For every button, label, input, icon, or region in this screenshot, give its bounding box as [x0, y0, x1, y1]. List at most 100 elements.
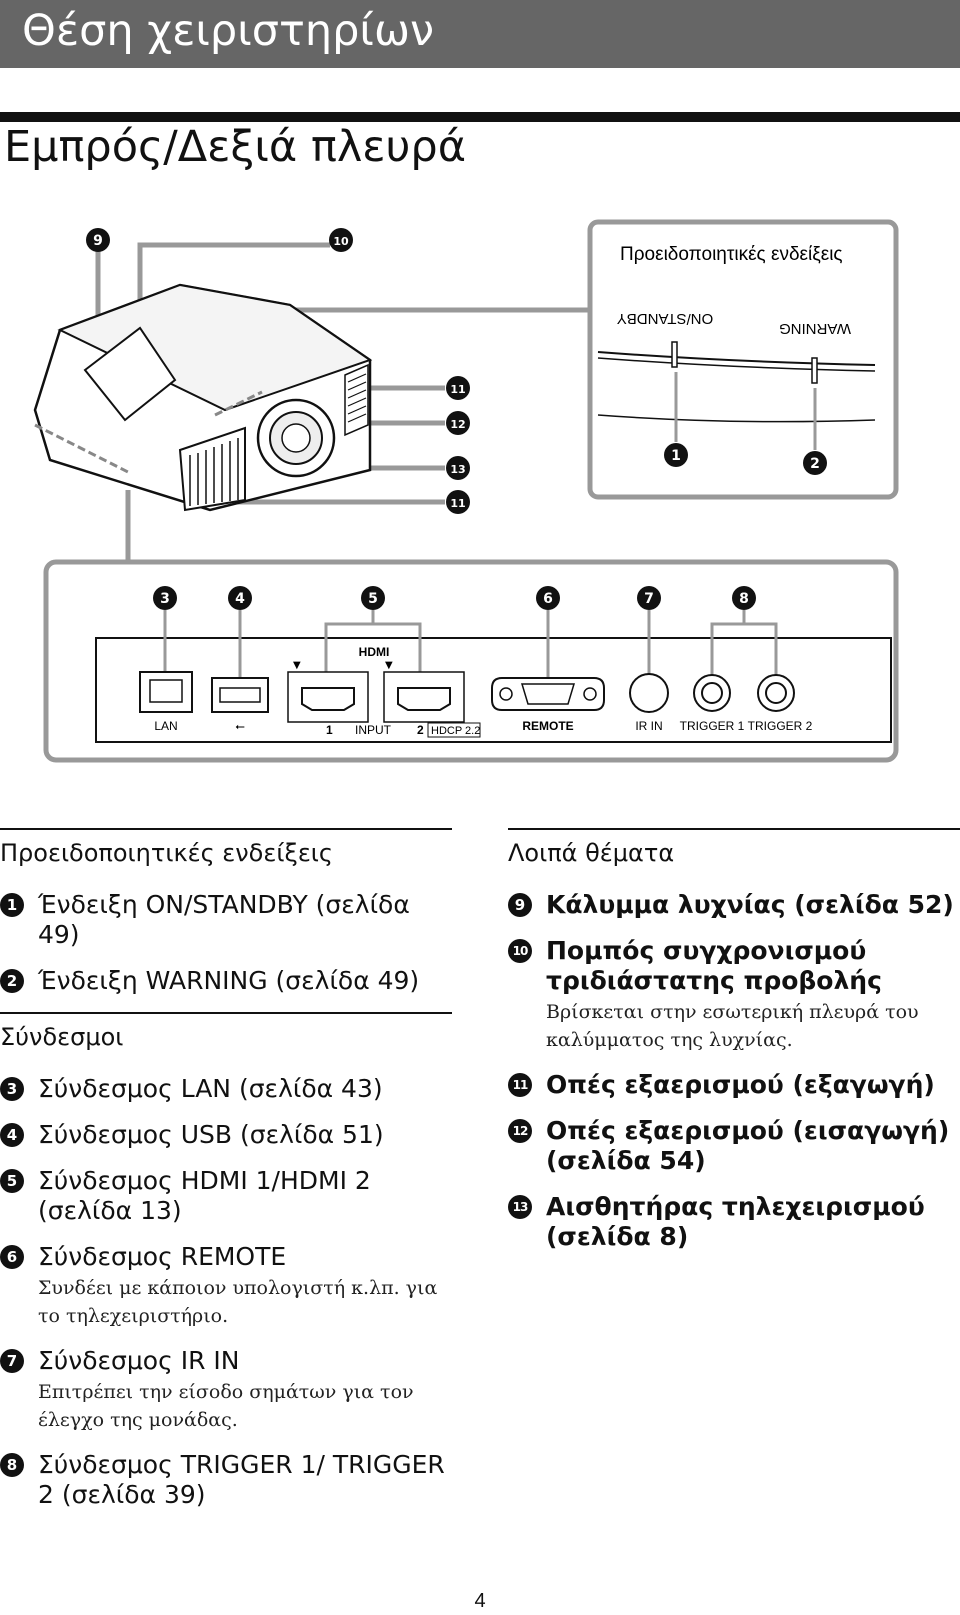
section-rule — [0, 112, 960, 122]
svg-text:▼: ▼ — [293, 660, 301, 671]
lan-label: LAN — [154, 719, 177, 733]
item-title: Οπές εξαερισμού (εξαγωγή) — [546, 1070, 935, 1099]
callout-number: 10 — [333, 235, 349, 248]
list-item: 11 Οπές εξαερισμού (εξαγωγή) — [508, 1070, 960, 1100]
input-1-label: 1 — [326, 723, 333, 737]
callout-number: 8 — [739, 591, 749, 607]
callout-circle — [153, 586, 177, 610]
item-number-badge: 7 — [0, 1349, 24, 1373]
callout-circle — [446, 456, 470, 480]
list-item: 1 Ένδειξη ON/STANDBY (σελίδα 49) — [0, 890, 452, 950]
list-item: 10 Πομπός συγχρονισμού τριδιάστατης προβο… — [508, 936, 960, 1054]
indicator-panel: Προειδοποιητικές ενδείξεις ON/STANDBY WA… — [587, 219, 899, 500]
list-item: 3 Σύνδεσμος LAN (σελίδα 43) — [0, 1074, 452, 1104]
hdmi-logo: HDMI — [359, 645, 390, 659]
callout-number: 11 — [450, 497, 465, 510]
item-number-badge: 5 — [0, 1169, 24, 1193]
item-number-badge: 12 — [508, 1119, 532, 1143]
callout-number: 11 — [450, 383, 465, 396]
callout-circle — [536, 586, 560, 610]
category-warning-indicators: Προειδοποιητικές ενδείξεις — [0, 828, 452, 872]
item-description: Επιτρέπει την είσοδο σημάτων για τον έλε… — [38, 1381, 414, 1431]
warning-label: WARNING — [779, 320, 851, 337]
callout-circle — [637, 586, 661, 610]
item-title: Πομπός συγχρονισμού τριδιάστατης προβολή… — [546, 936, 882, 995]
callout-circle — [228, 586, 252, 610]
item-title: Κάλυμμα λυχνίας (σελίδα 52) — [546, 890, 954, 919]
category-connectors: Σύνδεσμοι — [0, 1012, 452, 1056]
callout-circle — [329, 228, 353, 252]
item-title: Σύνδεσμος HDMI 1/HDMI 2 (σελίδα 13) — [38, 1166, 371, 1225]
trigger2-label: TRIGGER 2 — [748, 719, 813, 733]
callout-number: 4 — [235, 591, 245, 607]
item-title: Ένδειξη ON/STANDBY (σελίδα 49) — [38, 890, 410, 949]
remote-label: REMOTE — [522, 719, 573, 733]
item-title: Σύνδεσμος LAN (σελίδα 43) — [38, 1074, 383, 1103]
list-item: 8 Σύνδεσμος TRIGGER 1/ TRIGGER 2 (σελίδα … — [0, 1450, 452, 1510]
item-number-badge: 2 — [0, 969, 24, 993]
item-number-badge: 9 — [508, 893, 532, 917]
callout-number: 12 — [450, 418, 465, 431]
trigger1-label: TRIGGER 1 — [680, 719, 745, 733]
callout-number: 1 — [671, 448, 681, 464]
list-item: 7 Σύνδεσμος IR IN Επιτρέπει την είσοδο σημ… — [0, 1346, 452, 1434]
list-item: 4 Σύνδεσμος USB (σελίδα 51) — [0, 1120, 452, 1150]
item-number-badge: 11 — [508, 1073, 532, 1097]
callout-circle — [446, 411, 470, 435]
list-item: 2 Ένδειξη WARNING (σελίδα 49) — [0, 966, 452, 996]
input-label: INPUT — [355, 723, 392, 737]
indicator-panel-title: Προειδοποιητικές ενδείξεις — [620, 244, 843, 265]
connector-panel: LAN ⭠ ▼ ▼ HDMI 1 INPUT 2 HDCP 2.2 REMOTE… — [43, 559, 899, 763]
callout-circle — [803, 451, 827, 475]
callout-number: 2 — [810, 456, 820, 472]
svg-text:▼: ▼ — [385, 660, 393, 671]
ir-in-label: IR IN — [635, 719, 662, 733]
item-number-badge: 1 — [0, 893, 24, 917]
callout-number: 5 — [368, 591, 378, 607]
callout-circle — [664, 443, 688, 467]
item-title: Αισθητήρας τηλεχειρισμού (σελίδα 8) — [546, 1192, 925, 1251]
right-column: Λοιπά θέματα 9 Κάλυμμα λυχνίας (σελίδα 52… — [508, 828, 960, 1268]
projector-illustration — [33, 283, 373, 512]
item-number-badge: 4 — [0, 1123, 24, 1147]
callout-circle — [86, 228, 110, 252]
callout-circle — [361, 586, 385, 610]
category-other: Λοιπά θέματα — [508, 828, 960, 872]
section-title: Εμπρός/Δεξιά πλευρά — [4, 122, 467, 172]
item-title: Ένδειξη WARNING (σελίδα 49) — [38, 966, 420, 995]
item-description: Βρίσκεται στην εσωτερική πλευρά του καλύ… — [546, 1001, 919, 1051]
callout-circle — [446, 490, 470, 514]
item-number-badge: 8 — [0, 1453, 24, 1477]
callout-number: 9 — [93, 233, 103, 249]
item-title: Σύνδεσμος TRIGGER 1/ TRIGGER 2 (σελίδα 3… — [38, 1450, 445, 1509]
controls-diagram: Προειδοποιητικές ενδείξεις ON/STANDBY WA… — [33, 219, 899, 763]
input-2-label: 2 — [417, 723, 424, 737]
item-title: Σύνδεσμος REMOTE — [38, 1242, 287, 1271]
callout-number: 3 — [160, 591, 170, 607]
callout-number: 13 — [450, 463, 465, 476]
on-standby-label: ON/STANDBY — [617, 310, 713, 327]
callout-number: 6 — [543, 591, 553, 607]
page-number: 4 — [474, 1590, 486, 1612]
callout-number: 7 — [644, 591, 654, 607]
header-bar: Θέση χειριστηρίων — [0, 0, 960, 68]
hdcp-label: HDCP 2.2 — [431, 725, 480, 737]
item-title: Οπές εξαερισμού (εισαγωγή) (σελίδα 54) — [546, 1116, 950, 1175]
list-item: 13 Αισθητήρας τηλεχειρισμού (σελίδα 8) — [508, 1192, 960, 1252]
callout-circle — [446, 376, 470, 400]
page-header-title: Θέση χειριστηρίων — [22, 6, 435, 56]
usb-label: ⭠ — [235, 719, 245, 733]
item-title: Σύνδεσμος IR IN — [38, 1346, 240, 1375]
callout-circle — [732, 586, 756, 610]
item-number-badge: 6 — [0, 1245, 24, 1269]
left-column: Προειδοποιητικές ενδείξεις 1 Ένδειξη ON/S… — [0, 828, 452, 1526]
list-item: 12 Οπές εξαερισμού (εισαγωγή) (σελίδα 54) — [508, 1116, 960, 1176]
item-title: Σύνδεσμος USB (σελίδα 51) — [38, 1120, 384, 1149]
list-item: 6 Σύνδεσμος REMOTE Συνδέει με κάποιον υπολ… — [0, 1242, 452, 1330]
list-item: 5 Σύνδεσμος HDMI 1/HDMI 2 (σελίδα 13) — [0, 1166, 452, 1226]
item-number-badge: 10 — [508, 939, 532, 963]
item-description: Συνδέει με κάποιον υπολογιστή κ.λπ. για … — [38, 1277, 438, 1327]
item-number-badge: 3 — [0, 1077, 24, 1101]
item-number-badge: 13 — [508, 1195, 532, 1219]
